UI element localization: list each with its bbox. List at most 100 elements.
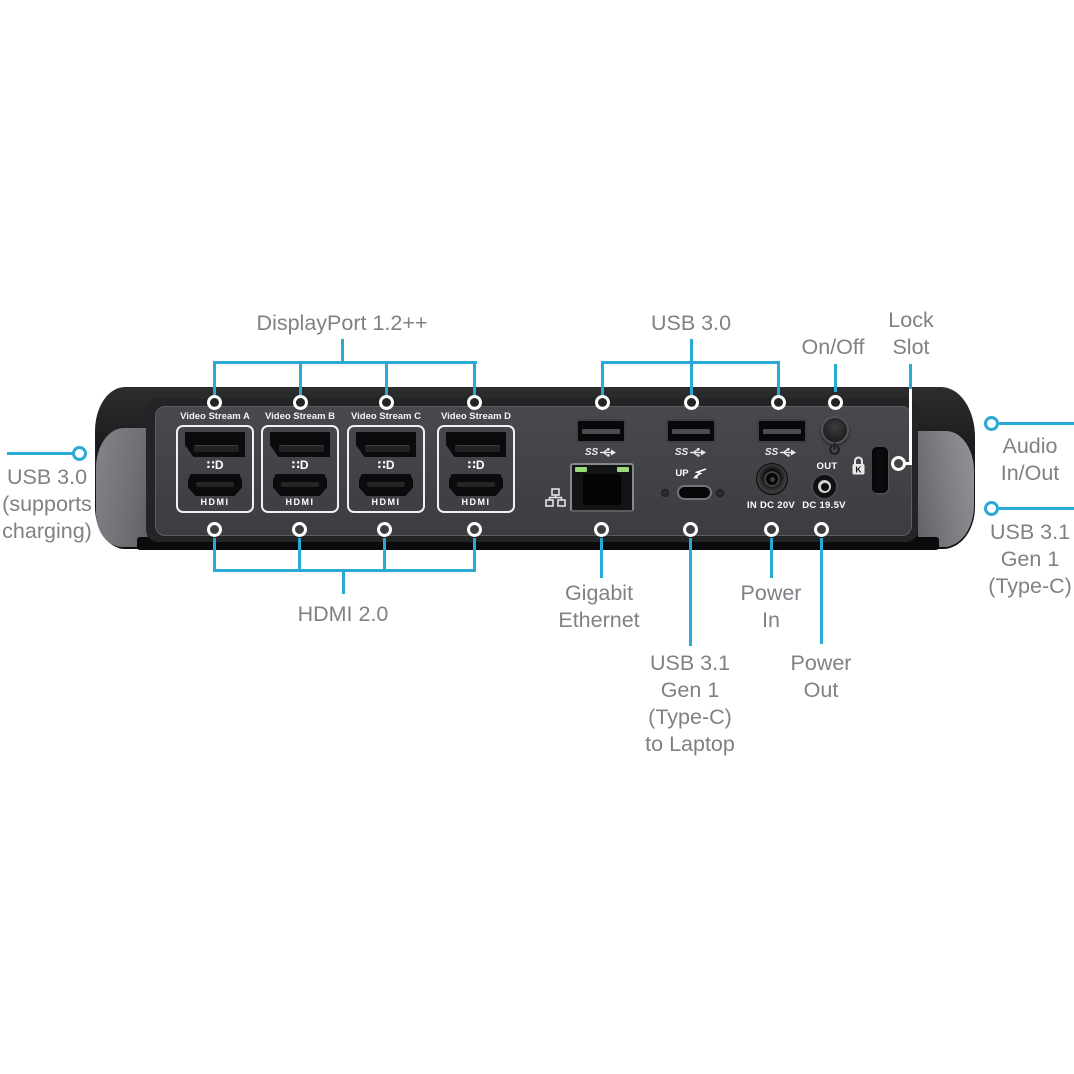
- label-line: Audio: [1002, 434, 1058, 458]
- displayport-logo-icon: ∷D: [377, 458, 395, 472]
- callout-line: [690, 339, 693, 363]
- hdmi-port-label: HDMI: [285, 497, 315, 507]
- label-line: charging): [2, 519, 92, 543]
- hdmi-port-label: HDMI: [461, 497, 491, 507]
- callout-node: [594, 522, 609, 537]
- callout-node: [377, 522, 392, 537]
- callout-node: [72, 446, 87, 461]
- hdmi-port: [273, 474, 327, 496]
- dock-right-cap: [918, 431, 974, 547]
- label-line: Slot: [892, 335, 930, 359]
- callout-node: [683, 522, 698, 537]
- usb-trident-icon: [780, 447, 797, 457]
- power-out-label-bottom: DC 19.5V: [802, 500, 846, 511]
- callout-node: [467, 522, 482, 537]
- label-line: Power: [740, 581, 802, 605]
- usb30-charging-callout-label: USB 3.0 (supports charging): [2, 464, 92, 545]
- video-stream-group-b: Video Stream B ∷D HDMI: [261, 411, 339, 513]
- video-stream-label: Video Stream A: [180, 411, 250, 422]
- video-stream-group-d: Video Stream D ∷D HDMI: [437, 411, 515, 513]
- callout-node: [984, 501, 999, 516]
- displayport-slot: [365, 445, 410, 452]
- displayport-slot: [455, 445, 500, 452]
- callout-line: [834, 364, 837, 392]
- video-stream-label: Video Stream C: [350, 411, 422, 422]
- video-stream-box: ∷D HDMI: [347, 425, 425, 513]
- callout-line: [383, 538, 386, 572]
- hdmi-slot: [196, 482, 234, 487]
- onoff-callout-label: On/Off: [801, 335, 865, 359]
- hdmi-port-label: HDMI: [200, 497, 230, 507]
- usb-a-tongue: [582, 429, 620, 434]
- displayport-slot: [279, 445, 324, 452]
- callout-node: [764, 522, 779, 537]
- displayport-slot: [194, 445, 239, 452]
- label-line: (Type-C): [988, 574, 1072, 598]
- callout-line: [473, 538, 476, 572]
- network-icon: [545, 488, 566, 507]
- video-stream-group-c: Video Stream C ∷D HDMI: [347, 411, 425, 513]
- callout-line: [385, 361, 388, 395]
- callout-node: [891, 456, 906, 471]
- displayport-logo-icon: ∷D: [206, 458, 224, 472]
- power-out-jack-hole: [820, 482, 829, 491]
- label-line: Lock: [888, 308, 934, 332]
- ss-usb-icon: SS: [579, 445, 623, 459]
- callout-node: [292, 522, 307, 537]
- usb-a-tongue: [672, 429, 710, 434]
- power-out-callout-label: Power Out: [791, 650, 852, 704]
- up-text: UP: [675, 467, 689, 479]
- usb-trident-icon: [600, 447, 617, 457]
- power-in-callout-label: Power In: [741, 580, 802, 634]
- usb30-callout-label: USB 3.0: [650, 311, 732, 335]
- power-button: [821, 416, 849, 444]
- power-in-jack-inner: [764, 471, 780, 487]
- callout-node: [771, 395, 786, 410]
- label-line: Gen 1: [1000, 547, 1060, 571]
- displayport-logo-icon: ∷D: [467, 458, 485, 472]
- callout-line: [999, 507, 1074, 510]
- label-line: Out: [803, 678, 839, 702]
- power-in-jack: [756, 463, 788, 495]
- callout-line: [601, 361, 604, 395]
- label-line: to Laptop: [645, 732, 735, 756]
- callout-line: [213, 361, 216, 395]
- displayport-callout-label: DisplayPort 1.2++: [256, 311, 428, 335]
- callout-node: [984, 416, 999, 431]
- hdmi-port: [359, 474, 413, 496]
- callout-line-white: [909, 389, 912, 465]
- hdmi-callout-label: HDMI 2.0: [297, 602, 389, 626]
- callout-node: [684, 395, 699, 410]
- video-stream-box: ∷D HDMI: [437, 425, 515, 513]
- hdmi-slot: [367, 482, 405, 487]
- callout-line: [213, 361, 477, 364]
- video-stream-label: Video Stream D: [440, 411, 512, 422]
- callout-line: [999, 422, 1074, 425]
- usb-trident-icon: [690, 447, 707, 457]
- ss-usb-text: SS: [584, 446, 599, 458]
- label-line: USB 3.1: [989, 520, 1071, 544]
- label-line: (Type-C): [648, 705, 732, 729]
- gigabit-callout-label: Gigabit Ethernet: [558, 580, 639, 634]
- callout-node: [207, 395, 222, 410]
- kensington-lock-icon: K: [852, 456, 865, 475]
- hdmi-port-label: HDMI: [371, 497, 401, 507]
- hdmi-port: [188, 474, 242, 496]
- ethernet-led: [575, 467, 587, 472]
- callout-line-white: [904, 462, 912, 465]
- label-line: USB 3.0: [6, 465, 88, 489]
- callout-line: [909, 364, 912, 389]
- displayport-logo-icon: ∷D: [291, 458, 309, 472]
- callout-line: [213, 538, 216, 572]
- displayport-port: [185, 432, 245, 457]
- callout-node: [207, 522, 222, 537]
- video-stream-box: ∷D HDMI: [176, 425, 254, 513]
- label-line: Gigabit: [564, 581, 634, 605]
- ss-usb-text: SS: [674, 446, 689, 458]
- usb-a-tongue: [763, 429, 801, 434]
- ss-usb-icon: SS: [669, 445, 713, 459]
- lock-slot: [872, 447, 888, 493]
- callout-node: [293, 395, 308, 410]
- screw-hole: [716, 489, 724, 497]
